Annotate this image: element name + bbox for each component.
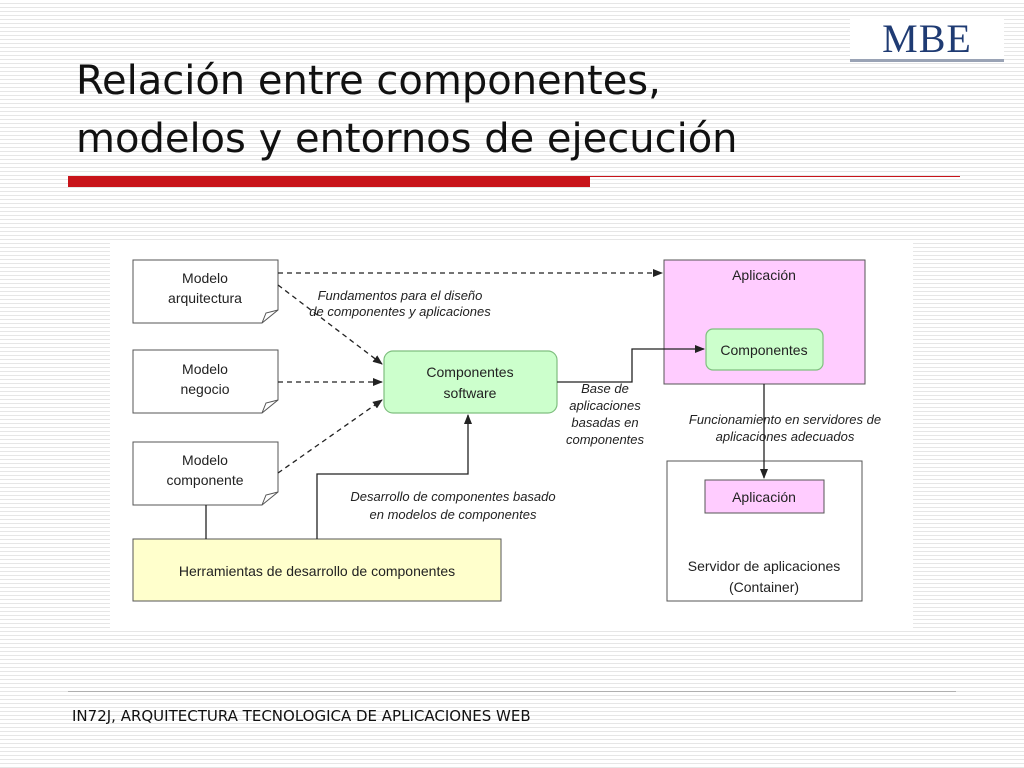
base-line-4: componentes — [566, 432, 645, 447]
title-underline-thin — [590, 176, 960, 177]
aplicacion-server-box — [704, 479, 825, 514]
footer-text: IN72J, ARQUITECTURA TECNOLOGICA DE APLIC… — [72, 707, 531, 725]
aplicacion-top-label: Aplicación — [732, 267, 796, 283]
modelo-componente-box: Modelo componente — [132, 441, 279, 506]
modelo-arquitectura-box: Modelo arquitectura — [132, 259, 279, 324]
componentes-inner-box — [705, 328, 824, 371]
modelo-componente-line-1: Modelo — [182, 452, 228, 468]
base-line-2: aplicaciones — [569, 398, 641, 413]
servidor-box: Aplicación Servidor de aplicaciones (Con… — [666, 460, 863, 602]
desarrollo-line-1: Desarrollo de componentes basado — [350, 489, 555, 504]
connectors — [205, 269, 768, 539]
arrow-componente-to-componentes — [277, 399, 383, 474]
componentes-software-box: Componentes software — [383, 350, 558, 414]
servidor-line-1: Servidor de aplicaciones — [688, 558, 841, 574]
desarrollo-line-2: en modelos de componentes — [370, 507, 537, 522]
base-line-1: Base de — [581, 381, 629, 396]
annotations: Fundamentos para el diseño de componente… — [309, 288, 881, 522]
fundamentos-line-2: de componentes y aplicaciones — [309, 304, 491, 319]
aplicacion-server-label: Aplicación — [732, 489, 796, 505]
footer-rule — [68, 691, 956, 692]
componentes-software-line-2: software — [444, 385, 497, 401]
herramientas-label: Herramientas de desarrollo de componente… — [179, 563, 455, 579]
title-line-1: Relación entre componentes, — [76, 58, 661, 104]
logo-text: MBE — [882, 16, 972, 61]
diagram: Modelo arquitectura Modelo negocio Model… — [132, 259, 881, 602]
arrow-herramientas-to-software — [316, 414, 472, 539]
mbe-logo: MBE — [850, 18, 1004, 62]
fundamentos-line-1: Fundamentos para el diseño — [318, 288, 483, 303]
modelo-componente-line-2: componente — [166, 472, 243, 488]
title-underline-thick — [68, 176, 590, 187]
title-line-2: modelos y entornos de ejecución — [76, 116, 738, 162]
slide-title: Relación entre componentes, modelos y en… — [76, 52, 936, 168]
modelo-negocio-line-2: negocio — [180, 381, 229, 397]
servidor-line-2: (Container) — [729, 579, 799, 595]
modelo-negocio-line-1: Modelo — [182, 361, 228, 377]
modelo-negocio-box: Modelo negocio — [132, 349, 279, 414]
base-line-3: basadas en — [571, 415, 638, 430]
herramientas-box: Herramientas de desarrollo de componente… — [132, 538, 502, 602]
aplicacion-top-box: Aplicación Componentes — [663, 259, 866, 385]
componentes-inner-label: Componentes — [720, 342, 807, 358]
modelo-arquitectura-line-2: arquitectura — [168, 290, 242, 306]
diagram-panel: Modelo arquitectura Modelo negocio Model… — [110, 240, 913, 628]
arrow-arquitectura-to-componentes — [277, 284, 383, 365]
funcionamiento-line-1: Funcionamiento en servidores de — [689, 412, 881, 427]
arrow-software-to-inner — [557, 345, 705, 383]
modelo-arquitectura-line-1: Modelo — [182, 270, 228, 286]
componentes-software-line-1: Componentes — [426, 364, 513, 380]
funcionamiento-line-2: aplicaciones adecuados — [716, 429, 855, 444]
